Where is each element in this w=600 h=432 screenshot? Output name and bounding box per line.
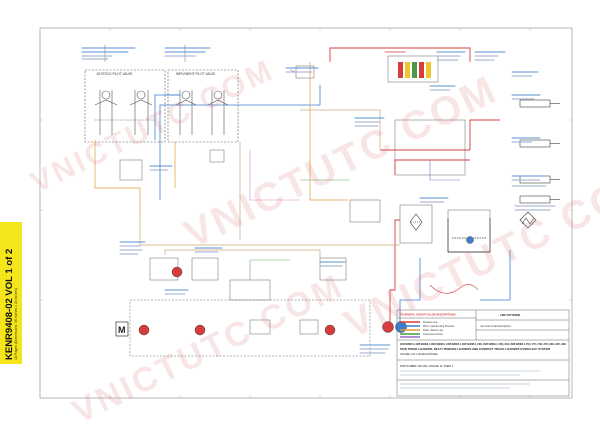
oil-cooler-symbol xyxy=(519,211,537,229)
callout-text-lines xyxy=(81,47,556,354)
legend-heading: SCHEMATIC GROUP COLOR DESCRIPTIONS xyxy=(400,313,456,317)
component-boxes xyxy=(119,55,491,357)
legend-heading-right: LINE PATTERNS xyxy=(500,313,520,317)
legend-swatches xyxy=(400,321,420,338)
joystick-panel-label: JOYSTICK PILOT VALVE xyxy=(96,72,132,76)
legend-item-4: Component Group xyxy=(423,333,443,336)
legend-item-3: Drain / Return Line xyxy=(423,329,444,332)
hose-loop xyxy=(429,284,479,294)
title-block-subtitle: SKID STEER LOADERS, MULTI TERRAIN LOADER… xyxy=(400,348,550,351)
cylinders xyxy=(519,99,560,204)
return-lines xyxy=(94,62,348,215)
pressure-lines xyxy=(329,47,500,322)
filter-symbol xyxy=(409,213,423,231)
title-block-part-number: PART NUMBER: 298-1234, CHANGE: 02, SHEET… xyxy=(400,365,454,368)
legend-item-2: Pilot / Load Sensing Pressure xyxy=(423,325,455,328)
implement-panel-label: IMPLEMENT PILOT VALVE xyxy=(176,72,215,76)
title-block-caption-lines xyxy=(400,370,540,389)
mode-valve-bank xyxy=(398,62,431,78)
pump-symbols xyxy=(138,236,474,336)
document-side-tab xyxy=(0,222,22,364)
signal-lines xyxy=(104,45,460,280)
implement-pilot-valve-panel xyxy=(167,69,239,143)
joystick-pilot-valve-panel xyxy=(84,69,166,143)
drawing-frame xyxy=(39,27,573,399)
frame-ticks xyxy=(40,28,572,398)
title-block-note: Use Color Code Descriptions xyxy=(480,325,512,328)
motor-label: M xyxy=(118,325,126,335)
reservoir-symbol xyxy=(447,218,491,253)
title-block-main-title: 216B SERIES 3, 226B SERIES 3, 232B SERIE… xyxy=(400,343,566,346)
legend-item-1: Pressure Line xyxy=(423,321,438,324)
document-tab-subtitle: 18 Pages (Dimensions: 36 inches x 24 inc… xyxy=(14,288,18,360)
pilot-lines xyxy=(154,85,511,322)
case-drain-lines xyxy=(139,109,400,258)
motor-symbol xyxy=(115,321,129,337)
title-block-frame xyxy=(396,309,570,397)
title-block-volume: VOLUME 1 OF 2, BASE MACHINES xyxy=(400,353,438,356)
